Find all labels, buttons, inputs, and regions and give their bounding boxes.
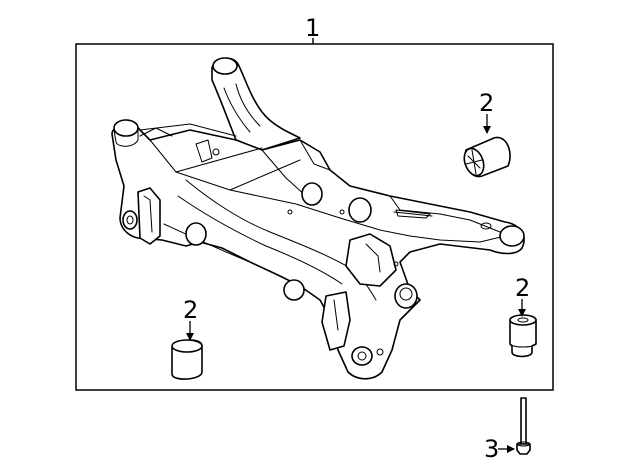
callout-2-upper-label: 2 [479,89,494,117]
callout-2-right-label: 2 [515,274,530,302]
crossmember-frame [111,57,525,380]
callout-2-left-label: 2 [183,296,198,324]
bushing-lower-left [171,339,203,380]
bushing-upper-right [463,136,511,178]
callout-1-label: 1 [305,14,320,42]
bushing-lower-right [509,314,537,358]
bolt [516,397,531,455]
callout-3-label: 3 [484,435,499,463]
assembly-border [75,43,554,391]
